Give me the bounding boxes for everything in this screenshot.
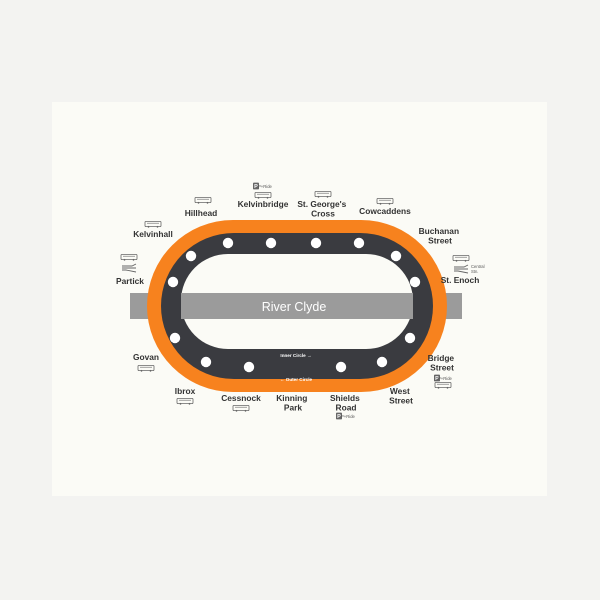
station-label-ibrox: Ibrox [175,386,196,396]
station-label-bridge-street: Bridge Street [428,353,457,373]
inner-circle-label: Inner Circle → [280,353,311,358]
station-label-partick: Partick [116,276,144,286]
station-dot-bridge-street[interactable] [376,356,388,368]
station-labels: Hillhead Kelvinbridge St. George's Cross… [116,199,479,413]
station-label-kinning-park: Kinning Park [276,393,310,413]
outer-circle-label: ← Outer Circle [280,377,313,382]
station-dot-buchanan-street[interactable] [409,276,421,288]
rail-icon [121,263,137,273]
station-label-kelvinbridge: Kelvinbridge [238,199,289,209]
station-dot-ibrox[interactable] [169,332,181,344]
park-ride-label: P+Ride [438,376,453,381]
bus-icon [144,220,162,229]
bus-icon [376,197,394,206]
station-dot-shields-road[interactable] [243,361,255,373]
bus-icon [120,253,138,262]
central-label: Central [471,264,485,269]
station-label-st-enoch: St. Enoch [441,275,480,285]
station-dot-cessnock[interactable] [200,356,212,368]
bus-icon [137,364,155,373]
bus-icon [314,190,332,199]
station-dot-st-georges-cross[interactable] [353,237,365,249]
map-print: River Clyde Inner Circle → ← Outer Circl… [52,102,547,496]
station-label-west-street: West Street [389,386,413,406]
park-ride-label: P+Ride [258,184,273,189]
bus-icon [254,191,272,200]
bus-icon [434,381,452,390]
station-label-govan: Govan [133,352,159,362]
station-dots [167,237,421,373]
station-label-kelvinhall: Kelvinhall [133,229,173,239]
station-label-shields-road: Shields Road [330,393,362,413]
station-dot-kelvinhall[interactable] [222,237,234,249]
station-label-st-georges-cross: St. George's Cross [297,199,348,219]
bus-icon [194,196,212,205]
station-dot-hillhead-2[interactable] [185,250,197,262]
station-label-cowcaddens: Cowcaddens [359,206,411,216]
station-dot-partick[interactable] [167,276,179,288]
station-dot-st-enoch[interactable] [404,332,416,344]
river-band-inner [181,293,413,319]
subway-map: River Clyde Inner Circle → ← Outer Circl… [116,182,485,420]
station-label-buchanan-street: Buchanan Street [419,226,462,246]
station-dot-kelvinbridge[interactable] [310,237,322,249]
river-label: River Clyde [262,300,327,314]
station-dot-cowcaddens[interactable] [390,250,402,262]
central-stn-label: Stn. [471,269,478,274]
bus-icon [232,404,250,413]
station-label-hillhead: Hillhead [185,208,218,218]
station-dot-west-street[interactable] [335,361,347,373]
station-label-cessnock: Cessnock [221,393,261,403]
bus-icon [176,397,194,406]
park-ride-label: P+Ride [341,414,356,419]
rail-icon [453,264,469,274]
bus-icon [452,254,470,263]
station-dot-hillhead[interactable] [265,237,277,249]
